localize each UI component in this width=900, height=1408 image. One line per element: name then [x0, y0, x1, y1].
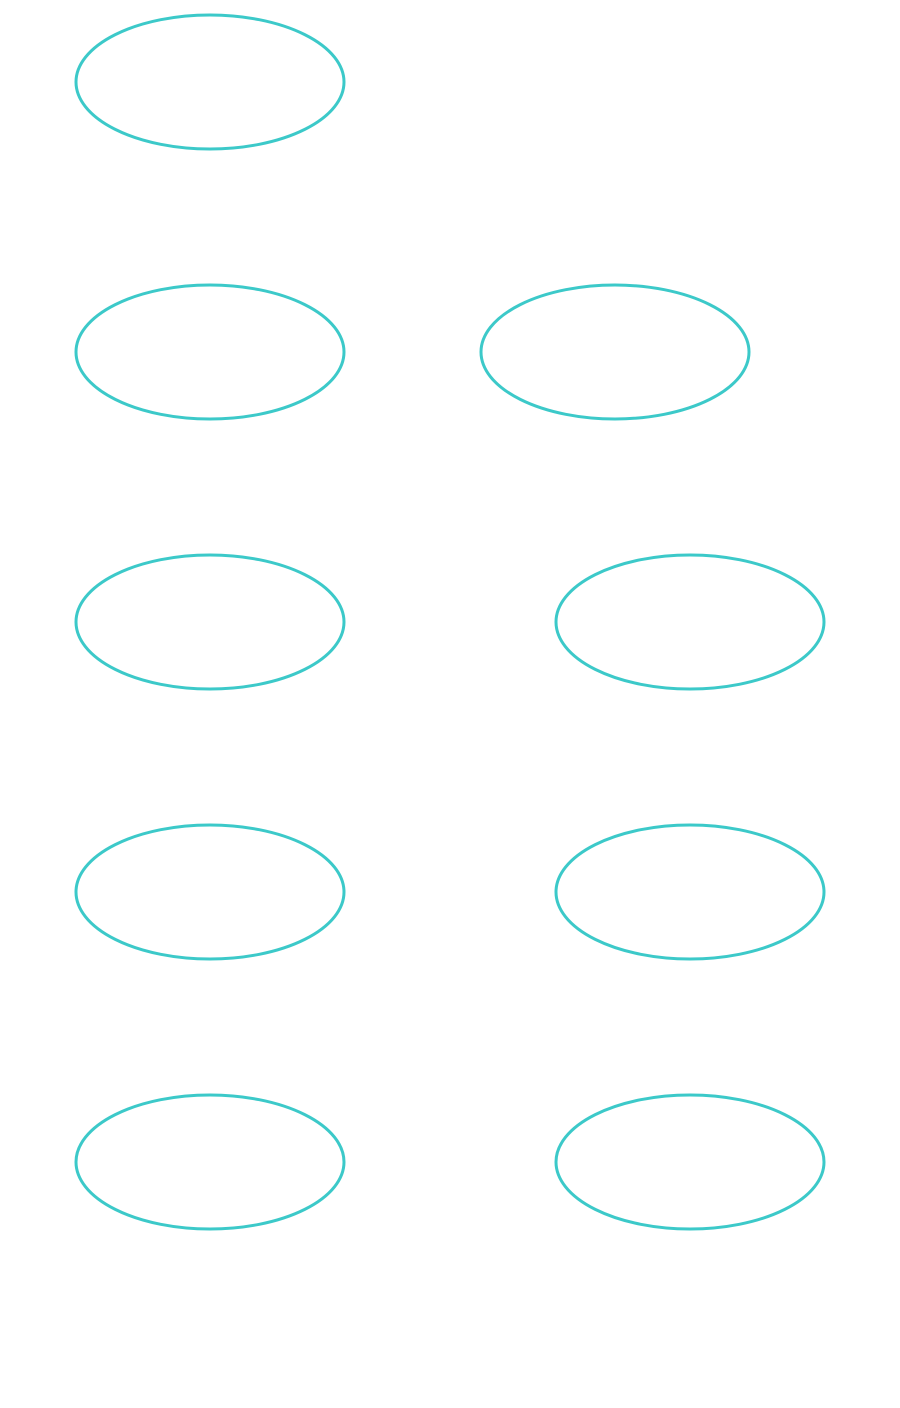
node-ellipse — [554, 1093, 826, 1231]
diagram-node — [74, 1093, 346, 1231]
diagram-node — [554, 823, 826, 961]
node-ellipse — [479, 283, 751, 421]
diagram-node — [74, 283, 346, 421]
node-ellipse — [74, 553, 346, 691]
node-ellipse — [554, 553, 826, 691]
node-ellipse — [74, 1093, 346, 1231]
diagram-node — [74, 823, 346, 961]
diagram-node — [479, 283, 751, 421]
node-ellipse — [74, 283, 346, 421]
diagram-node — [554, 553, 826, 691]
diagram-node — [74, 13, 346, 151]
diagram-node — [554, 1093, 826, 1231]
node-ellipse — [554, 823, 826, 961]
node-ellipse — [74, 13, 346, 151]
diagram-node — [74, 553, 346, 691]
node-layer — [74, 13, 826, 1231]
node-ellipse — [74, 823, 346, 961]
